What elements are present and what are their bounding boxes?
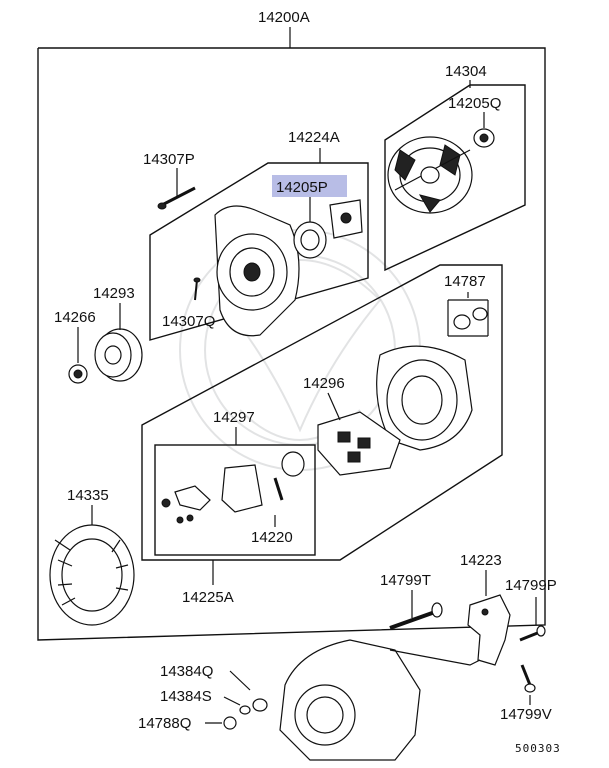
label-14224A: 14224A	[288, 129, 340, 146]
adjust-bracket-part	[467, 570, 511, 666]
mounting-bolt-v-part	[520, 664, 536, 705]
front-bearing-part	[293, 195, 363, 259]
label-14200A: 14200A	[258, 9, 310, 26]
highlight-box	[272, 175, 347, 197]
front-bracket-box	[149, 148, 369, 341]
label-14788Q: 14788Q	[138, 715, 191, 732]
regulator-part	[161, 451, 305, 527]
label-14307Q: 14307Q	[162, 313, 215, 330]
rear-bearing-part	[473, 112, 495, 148]
label-14787: 14787	[444, 273, 486, 290]
front-bracket-part	[214, 205, 300, 337]
label-14223: 14223	[460, 552, 502, 569]
mounting-bolt-p-part	[519, 597, 546, 642]
label-14384S: 14384S	[160, 688, 212, 705]
pulley-part	[94, 303, 143, 382]
terminal-nuts-part	[447, 292, 489, 337]
rear-bracket-part	[376, 345, 473, 451]
label-14293: 14293	[93, 285, 135, 302]
label-14384Q: 14384Q	[160, 663, 213, 680]
label-14296: 14296	[303, 375, 345, 392]
label-14335: 14335	[67, 487, 109, 504]
label-14266: 14266	[54, 309, 96, 326]
label-14297: 14297	[213, 409, 255, 426]
label-14799P: 14799P	[505, 577, 557, 594]
small-screw-part	[193, 277, 201, 301]
rotor-part	[387, 136, 473, 214]
label-14304: 14304	[445, 63, 487, 80]
through-bolt-part	[157, 168, 196, 210]
rear-bracket-box	[141, 264, 503, 585]
diagram-code: 500303	[515, 742, 561, 755]
label-14225A: 14225A	[182, 589, 234, 606]
pulley-nut-part	[68, 327, 88, 384]
stator-part	[49, 505, 135, 626]
regulator-box	[154, 427, 316, 556]
rotor-subassembly-box	[384, 80, 526, 272]
terminal-hardware-part	[205, 670, 268, 730]
label-14799T: 14799T	[380, 572, 431, 589]
label-14205Q: 14205Q	[448, 95, 501, 112]
mounting-bolt-long-part	[389, 590, 443, 630]
label-14205P[interactable]: 14205P	[276, 179, 328, 196]
rectifier-part	[317, 392, 401, 476]
main-assembly-frame	[37, 27, 546, 641]
label-14307P: 14307P	[143, 151, 195, 168]
alternator-assembly-part	[279, 639, 481, 761]
label-14220: 14220	[251, 529, 293, 546]
label-14799V: 14799V	[500, 706, 552, 723]
